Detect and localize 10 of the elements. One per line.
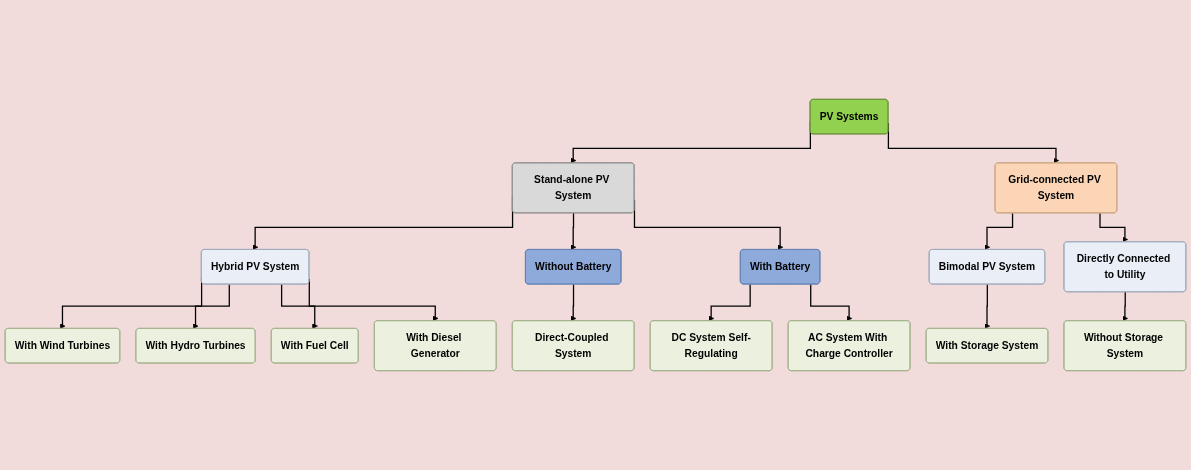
arrow [984, 283, 991, 329]
arrow [570, 283, 577, 322]
arrow [1099, 212, 1128, 243]
arrow [984, 212, 1014, 250]
arrow [281, 283, 318, 329]
arrow [570, 212, 577, 250]
arrow [708, 283, 751, 322]
arrow [193, 283, 230, 329]
arrow [810, 283, 853, 322]
arrow [1122, 291, 1128, 322]
